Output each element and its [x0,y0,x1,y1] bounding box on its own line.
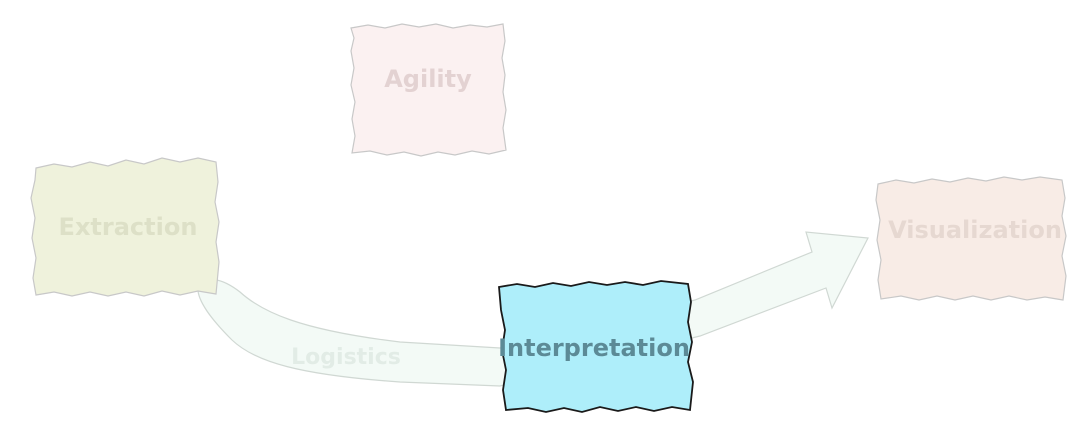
logistics-arrow [197,231,869,387]
interpretation-box[interactable] [498,280,694,413]
logistics-label: Logistics [291,345,401,370]
agility-box[interactable] [350,23,507,157]
extraction-label: Extraction [59,213,198,241]
extraction-box[interactable] [30,157,220,297]
interpretation-label: Interpretation [498,334,690,362]
agility-label: Agility [384,65,472,93]
visualization-label: Visualization [888,216,1062,244]
visualization-box[interactable] [875,176,1067,301]
